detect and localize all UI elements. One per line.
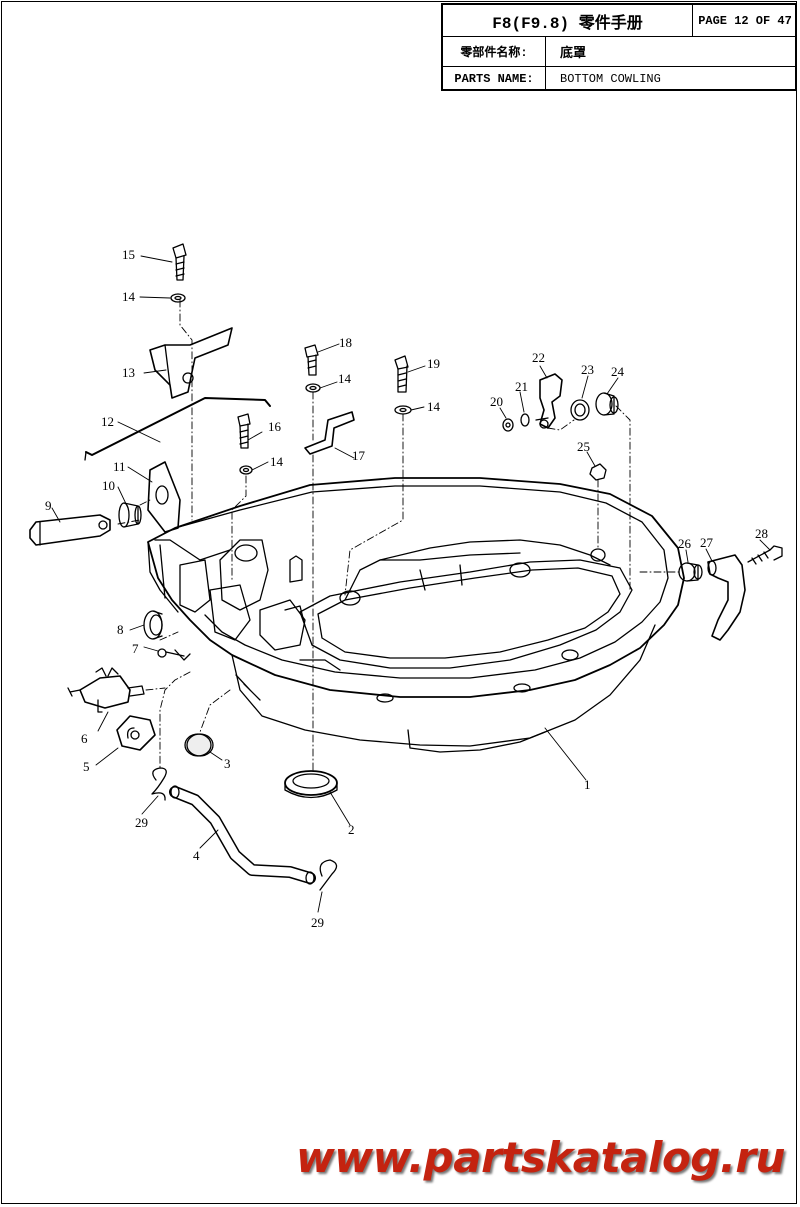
bracket-plate-part [116,715,156,751]
fuel-connector-part [67,667,145,713]
bolt-15-part [172,243,187,281]
bushing-ring-parts [570,392,619,421]
lever-shaft-part [29,514,111,546]
callout-15: 15 [122,247,135,262]
callout-10: 10 [102,478,115,493]
callout-11: 11 [113,459,126,474]
callout-27: 27 [700,535,714,550]
callout-29-b: 29 [311,915,324,930]
callout-4: 4 [193,848,200,863]
callout-23: 23 [581,362,594,377]
callout-20: 20 [490,394,503,409]
bottom-cowling-part [147,477,685,753]
callout-8: 8 [117,622,124,637]
callout-28: 28 [755,526,768,541]
callout-14-a: 14 [122,289,136,304]
callout-21: 21 [515,379,528,394]
plug-part [184,733,214,757]
callout-18: 18 [339,335,352,350]
callout-13: 13 [122,365,135,380]
callout-2: 2 [348,822,355,837]
bolt-18-part [304,344,319,376]
callout-9: 9 [45,498,52,513]
bolt-19-part [394,355,409,393]
parts-name-en-row: PARTS NAME: BOTTOM COWLING [443,67,795,91]
callout-16: 16 [268,419,282,434]
callout-25: 25 [577,439,590,454]
callout-7: 7 [132,641,139,656]
clip-parts [151,767,338,891]
bolt-wire-part [157,648,191,661]
lever-bracket-part [147,461,181,533]
callout-3: 3 [224,756,231,771]
hook-bracket-part [149,327,233,399]
callout-12: 12 [101,414,114,429]
callout-6: 6 [81,731,88,746]
leader-lines [51,255,771,913]
callout-26: 26 [678,536,692,551]
callout-labels: 1 2 3 4 5 6 7 8 9 10 11 12 13 14 14 14 1… [45,247,768,930]
callout-14-d: 14 [270,454,284,469]
callout-17: 17 [352,448,366,463]
parts-name-en-label: PARTS NAME: [443,67,546,91]
latch-hook-part [535,373,563,429]
hose-part [169,785,316,885]
grommet-part [284,770,338,799]
title-row: F8(F9.8) 零件手册 PAGE 12 OF 47 [443,5,795,37]
page-number: PAGE 12 OF 47 [698,13,792,28]
rod-bracket-part [304,411,355,455]
link-rod-part [84,397,271,461]
side-grommet-part [143,610,163,640]
parts-name-cn-value: 底罩 [560,46,587,61]
parts-name-en-value: BOTTOM COWLING [560,72,661,86]
nut-washer-parts [502,413,530,432]
callout-14-c: 14 [427,399,441,414]
title-block: F8(F9.8) 零件手册 PAGE 12 OF 47 零部件名称: 底罩 PA… [441,3,797,91]
callout-19: 19 [427,356,440,371]
callout-1: 1 [584,777,591,792]
nut-25-part [589,463,607,481]
bolt-16-part [237,413,251,449]
callout-5: 5 [83,759,90,774]
model-title: F8(F9.8) 零件手册 [443,5,693,36]
parts-name-cn-row: 零部件名称: 底罩 [443,37,795,67]
callout-14-b: 14 [338,371,352,386]
washer-parts [170,293,412,475]
website-watermark: www.partskatalog.ru [296,1133,785,1182]
bushing-part [118,502,142,528]
latch-lever-part [707,554,746,641]
callout-29-a: 29 [135,815,148,830]
callout-22: 22 [532,350,545,365]
callout-24: 24 [611,364,625,379]
parts-name-cn-label: 零部件名称: [443,37,546,66]
screw-28-part [747,545,783,565]
assembly-lines [117,299,681,771]
